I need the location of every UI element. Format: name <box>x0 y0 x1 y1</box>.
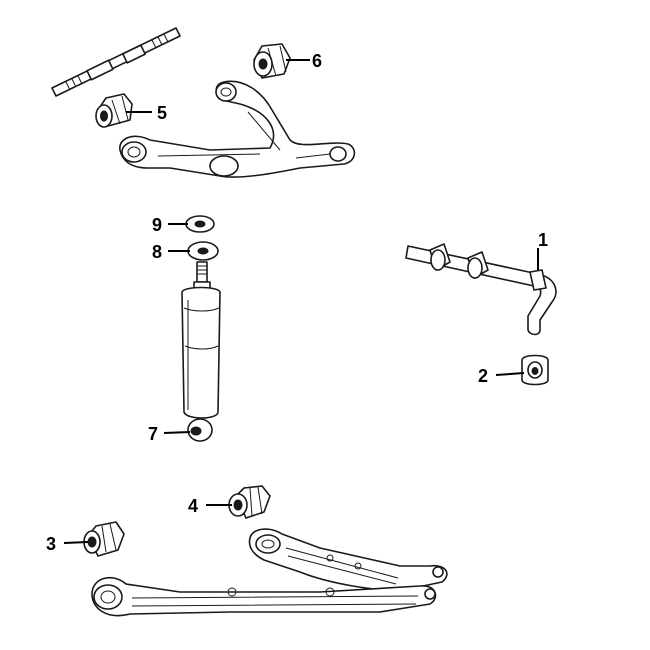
lower-control-arm-front <box>91 576 437 617</box>
leader-7 <box>163 431 191 434</box>
leader-3 <box>63 541 89 544</box>
leader-2 <box>495 372 525 376</box>
lower-control-arm-rear <box>248 528 448 592</box>
callout-7: 7 <box>148 424 158 444</box>
bushing-4 <box>228 485 271 519</box>
callout-5: 5 <box>157 103 167 123</box>
callout-3: 3 <box>46 534 56 554</box>
tie-rod <box>51 27 181 97</box>
shock-absorber <box>181 215 221 442</box>
bushing-6 <box>253 43 291 79</box>
callout-2: 2 <box>478 366 488 386</box>
bushing-3 <box>83 521 125 557</box>
stabilizer-bar <box>405 243 557 336</box>
callout-4: 4 <box>188 496 198 516</box>
callout-1: 1 <box>538 230 548 250</box>
callout-9: 9 <box>152 215 162 235</box>
bushing-2 <box>521 354 549 386</box>
callout-leaders <box>63 59 539 544</box>
callout-8: 8 <box>152 242 162 262</box>
callout-6: 6 <box>312 51 322 71</box>
bushing-5 <box>95 93 133 128</box>
upper-control-arm <box>119 80 356 178</box>
